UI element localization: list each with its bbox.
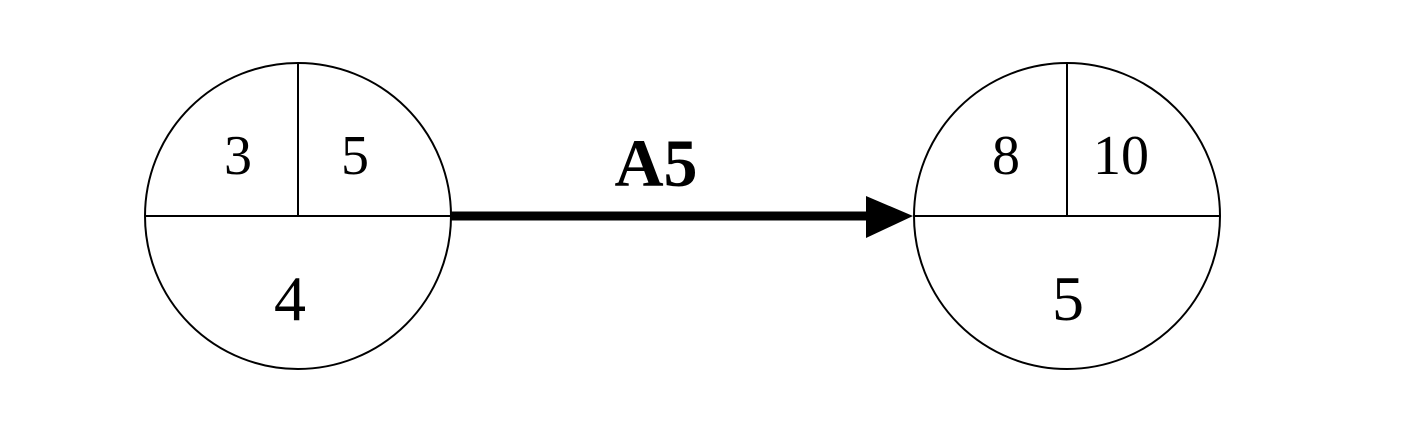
- event-node-right-top-left-value: 8: [992, 125, 1020, 187]
- event-node-left-top-left-value: 3: [224, 125, 252, 187]
- event-node-left: 3 5 4: [144, 62, 452, 370]
- activity-label: A5: [614, 125, 697, 201]
- event-node-left-bottom-value: 4: [274, 263, 306, 334]
- event-node-right-top-right-value: 10: [1093, 125, 1149, 187]
- event-node-right-bottom-value: 5: [1052, 263, 1084, 334]
- activity-arrow-head: [866, 196, 913, 238]
- event-node-left-top-right-value: 5: [341, 125, 369, 187]
- activity-arrow: A5: [451, 125, 913, 238]
- event-node-right: 8 10 5: [913, 62, 1221, 370]
